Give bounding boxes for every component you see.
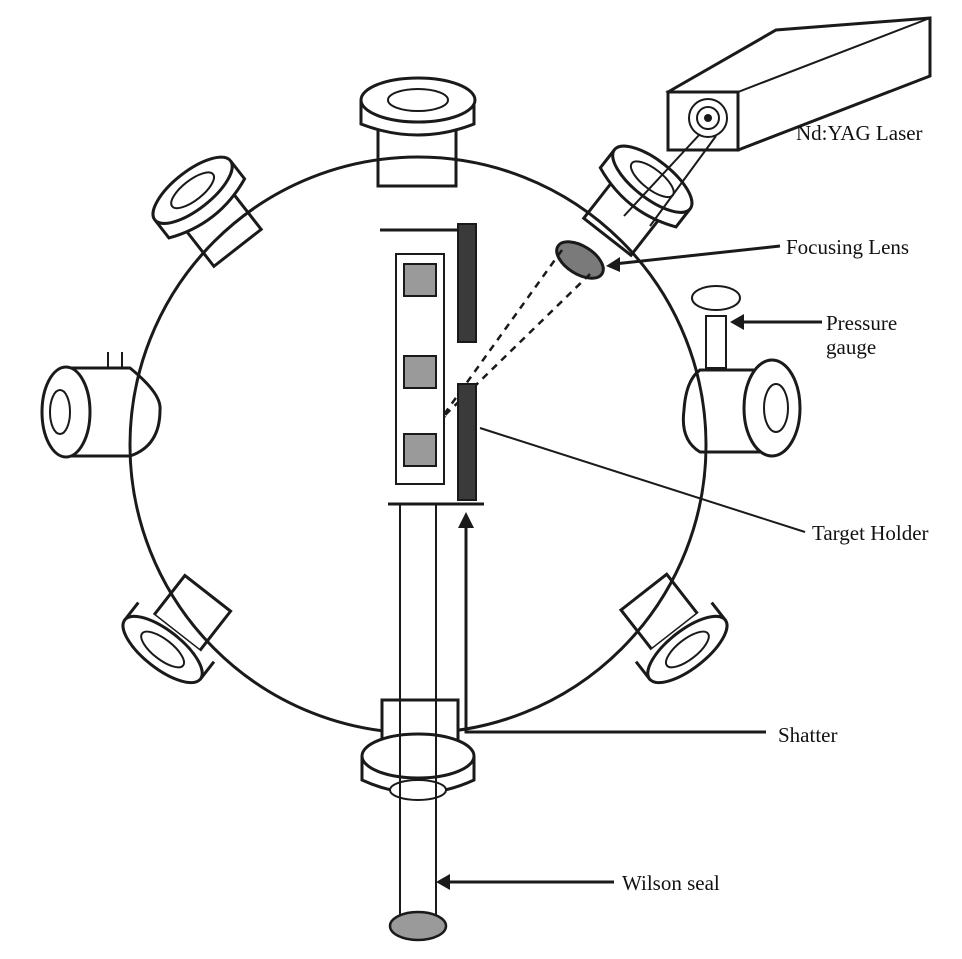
lower-left-port	[121, 573, 233, 685]
bottom-port	[360, 698, 476, 801]
shutter-lower	[457, 383, 477, 501]
top-port	[359, 76, 477, 188]
label-focusing-lens: Focusing Lens	[786, 235, 909, 259]
label-nd-yag-laser: Nd:YAG Laser	[796, 121, 923, 145]
left-port	[40, 352, 162, 459]
shutter-upper	[457, 223, 477, 343]
label-wilson-seal: Wilson seal	[622, 871, 720, 895]
label-pressure-gauge-line2: gauge	[826, 335, 876, 359]
upper-left-port	[151, 155, 264, 269]
upper-right-port	[581, 144, 694, 258]
target-holder	[380, 228, 484, 942]
label-target-holder: Target Holder	[812, 521, 929, 545]
laser-beam	[623, 133, 717, 227]
nd-yag-laser	[665, 16, 932, 152]
right-port	[681, 285, 802, 458]
label-pressure-gauge-line1: Pressure	[826, 311, 897, 335]
focusing-lens	[555, 240, 605, 280]
label-shatter: Shatter	[778, 723, 837, 747]
